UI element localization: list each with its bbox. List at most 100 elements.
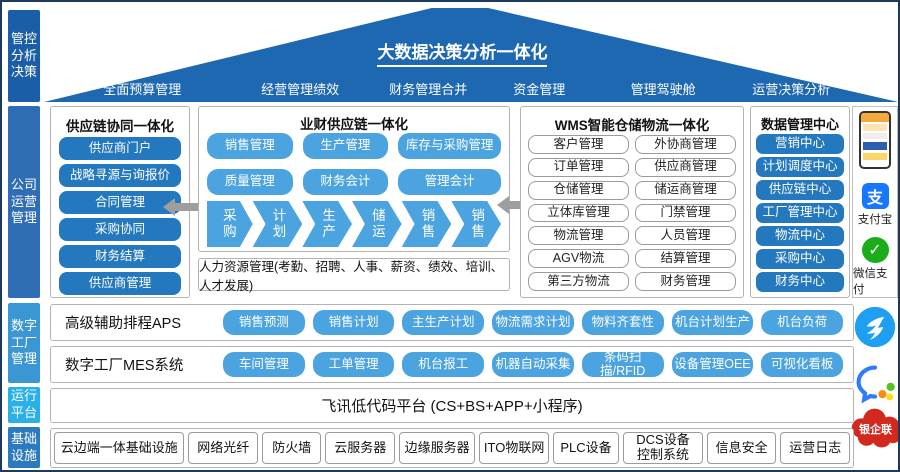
erp-button-quality[interactable]: 质量管理 [207, 169, 293, 195]
infra-cell-fiber[interactable]: 网络光纤 [188, 432, 258, 464]
wms-button-settlement[interactable]: 结算管理 [635, 249, 736, 269]
mes-button-workshop[interactable]: 车间管理 [223, 352, 305, 377]
sidebar-item-company-operations: 公司 运营 管理 [8, 106, 40, 298]
process-chevron-produce: 生 产 [302, 201, 353, 247]
infra-cell-security[interactable]: 信息安全 [706, 432, 777, 464]
roof-banner: 大数据决策分析一体化 全面预算管理 经营管理绩效 财务管理合并 资金管理 管理驾… [44, 8, 898, 102]
dc-button-supply-chain[interactable]: 供应链中心 [756, 180, 844, 200]
scm-button-supplier-portal[interactable]: 供应商门户 [59, 137, 181, 160]
wms-panel: WMS智能仓储物流一体化 客户管理 外协商管理 订单管理 供应商管理 仓储管理 … [520, 106, 744, 298]
wms-button-order[interactable]: 订单管理 [528, 157, 629, 177]
roof-item-budget[interactable]: 全面预算管理 [103, 82, 182, 97]
dingtalk-icon [853, 305, 897, 349]
bank-enterprise-link-label: 银企联 [859, 424, 892, 436]
erp-button-production[interactable]: 生产管理 [302, 133, 389, 159]
aps-button-material-kitting[interactable]: 物料齐套性 [581, 310, 664, 335]
aps-button-sales-forecast[interactable]: 销售预测 [223, 310, 305, 335]
alipay-icon: 支 [861, 182, 889, 209]
dc-button-planning-dispatch[interactable]: 计划调度中心 [756, 157, 844, 177]
aps-panel: 高级辅助排程APS 销售预测 销售计划 主生产计划 物流需求计划 物料齐套性 机… [50, 304, 854, 341]
mes-button-barcode-rfid[interactable]: 条码扫描/RFID [581, 350, 664, 377]
wms-button-logistics[interactable]: 物流管理 [528, 226, 629, 246]
scm-panel: 供应链协同一体化 供应商门户 战略寻源与询报价 合同管理 采购协同 财务结算 供… [50, 106, 190, 298]
aps-button-machine-scheduling[interactable]: 机台计划生产 [671, 310, 754, 335]
erp-button-financial-accounting[interactable]: 财务会计 [302, 169, 389, 195]
hr-panel: 人力资源管理(考勤、招聘、人事、薪资、绩效、培训、人才发展) [198, 258, 510, 293]
aps-button-sales-plan[interactable]: 销售计划 [312, 310, 395, 335]
roof-item-performance[interactable]: 经营管理绩效 [261, 82, 340, 97]
roof-item-capital[interactable]: 资金管理 [513, 82, 566, 97]
process-chevron-sell-1: 销 售 [401, 201, 452, 247]
dc-button-finance[interactable]: 财务中心 [756, 272, 844, 292]
roof-item-cockpit[interactable]: 管理驾驶舱 [630, 82, 696, 97]
scm-button-contract[interactable]: 合同管理 [59, 191, 181, 214]
aps-button-machine-load[interactable]: 机台负荷 [761, 310, 844, 335]
erp-button-management-accounting[interactable]: 管理会计 [398, 169, 501, 195]
wms-button-supplier[interactable]: 供应商管理 [635, 157, 736, 177]
dc-button-procurement[interactable]: 采购中心 [756, 249, 844, 269]
infra-cell-cloud-edge[interactable]: 云边端一体基础设施 [54, 432, 185, 464]
mes-button-work-order[interactable]: 工单管理 [312, 352, 395, 377]
wms-button-access-control[interactable]: 门禁管理 [635, 203, 736, 223]
aps-label: 高级辅助排程APS [65, 316, 182, 332]
erp-button-inventory-purchasing[interactable]: 库存与采购管理 [398, 133, 501, 159]
dc-button-marketing[interactable]: 营销中心 [756, 134, 844, 154]
process-chevron-plan: 计 划 [252, 201, 303, 247]
scm-button-sourcing-rfq[interactable]: 战略寻源与询报价 [59, 164, 181, 187]
erp-title: 业财供应链一体化 [300, 117, 408, 132]
sidebar-item-digital-factory: 数字 工厂 管理 [8, 303, 40, 383]
scm-button-finance-settlement[interactable]: 财务结算 [59, 245, 181, 268]
infra-cell-edge-server[interactable]: 边缘服务器 [399, 432, 476, 464]
mes-label: 数字工厂MES系统 [65, 358, 184, 374]
wms-button-warehouse[interactable]: 仓储管理 [528, 180, 629, 200]
process-chevron-procure: 采 购 [207, 201, 253, 247]
roof-title: 大数据决策分析一体化 [377, 38, 548, 67]
erp-panel: 业财供应链一体化 销售管理 生产管理 库存与采购管理 质量管理 财务会计 管理会… [198, 106, 510, 252]
mes-button-machine-reporting[interactable]: 机台报工 [402, 352, 485, 377]
wechat-pay-label: 微信支付 [853, 268, 888, 296]
sidebar-item-governance: 管控 分析 决策 [8, 10, 40, 102]
dc-button-logistics[interactable]: 物流中心 [756, 226, 844, 246]
aps-button-logistics-demand-plan[interactable]: 物流需求计划 [492, 310, 574, 335]
roof-item-finance-consolidation[interactable]: 财务管理合并 [389, 82, 468, 97]
infra-cell-dcs[interactable]: DCS设备 控制系统 [623, 432, 703, 464]
infrastructure-bar: 云边端一体基础设施 网络光纤 防火墙 云服务器 边缘服务器 ITO物联网 PLC… [50, 428, 854, 468]
infra-cell-firewall[interactable]: 防火墙 [261, 432, 322, 464]
roof-item-decision-analysis[interactable]: 运营决策分析 [752, 82, 831, 97]
wecom-icon [854, 362, 898, 408]
bank-enterprise-link-icon: 银企联 [849, 408, 898, 450]
datacenter-title: 数据管理中心 [760, 117, 839, 132]
wms-button-agv[interactable]: AGV物流 [528, 249, 629, 269]
infra-cell-plc[interactable]: PLC设备 [552, 432, 620, 464]
dc-button-factory-mgmt[interactable]: 工厂管理中心 [756, 203, 844, 223]
alipay-label: 支付宝 [857, 213, 893, 226]
wms-button-finance[interactable]: 财务管理 [635, 272, 736, 291]
wms-title: WMS智能仓储物流一体化 [554, 118, 710, 133]
mes-panel: 数字工厂MES系统 车间管理 工单管理 机台报工 机器自动采集 条码扫描/RFI… [50, 346, 854, 383]
sidebar-item-runtime-platform: 运行 平台 [8, 387, 40, 423]
lowcode-platform-bar: 飞讯低代码平台 (CS+BS+APP+小程序) [50, 388, 854, 423]
scm-title: 供应链协同一体化 [66, 119, 174, 134]
wms-button-customer[interactable]: 客户管理 [528, 135, 629, 154]
wms-button-stereo-warehouse[interactable]: 立体库管理 [528, 203, 629, 223]
mobile-app-icon [859, 111, 891, 169]
mes-button-visual-dashboard[interactable]: 可视化看板 [761, 352, 844, 377]
infra-cell-iot[interactable]: ITO物联网 [479, 432, 549, 464]
aps-button-master-production-plan[interactable]: 主生产计划 [402, 310, 485, 335]
channel-icons-panel: 支 支付宝 ✓ 微信支付 [852, 106, 898, 298]
wms-button-3pl[interactable]: 第三方物流 [528, 272, 629, 291]
sidebar-item-infrastructure: 基础 设施 [8, 427, 40, 468]
process-chevron-store-transport: 储 运 [352, 201, 402, 247]
erp-button-sales[interactable]: 销售管理 [207, 133, 293, 159]
wms-button-personnel[interactable]: 人员管理 [635, 226, 736, 246]
infra-cell-ops-log[interactable]: 运营日志 [780, 432, 850, 464]
scm-button-supplier-mgmt[interactable]: 供应商管理 [59, 272, 181, 295]
wms-button-outsourcer[interactable]: 外协商管理 [635, 135, 736, 154]
process-chevron-sell-2: 销 售 [451, 201, 502, 247]
scm-button-procurement-collab[interactable]: 采购协同 [59, 218, 181, 241]
wms-button-carrier[interactable]: 储运商管理 [635, 180, 736, 200]
infra-cell-cloud-server[interactable]: 云服务器 [325, 432, 395, 464]
mes-button-equipment-oee[interactable]: 设备管理OEE [671, 352, 754, 377]
mes-button-auto-collection[interactable]: 机器自动采集 [492, 352, 574, 377]
